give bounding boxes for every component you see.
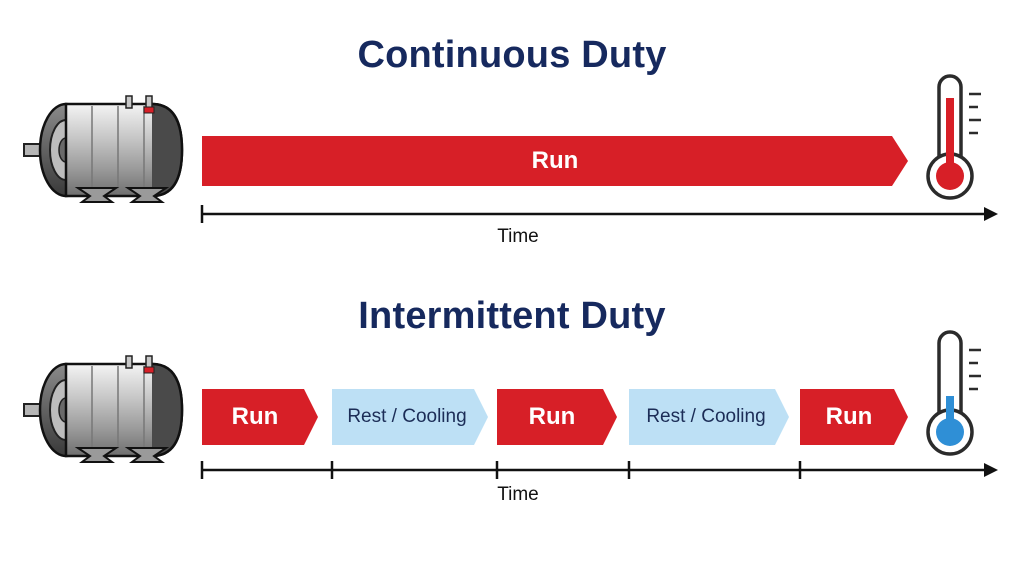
intermittent-duty-title: Intermittent Duty <box>358 295 666 337</box>
thermometer-hot-icon <box>926 74 981 200</box>
segment-label: Run <box>825 403 873 430</box>
time-axis <box>200 205 998 223</box>
continuous-duty-title: Continuous Duty <box>357 34 667 76</box>
run-segment: Run <box>497 389 617 445</box>
segment-label: Run <box>528 403 576 430</box>
segment-label: Rest / Cooling <box>347 406 467 427</box>
electric-motor-icon <box>23 95 184 203</box>
axis-label-time: Time <box>497 226 539 247</box>
axis-label-time: Time <box>497 484 539 505</box>
segment-label: Run <box>531 147 579 174</box>
segment-label: Rest / Cooling <box>646 406 766 427</box>
run-segment: Run <box>202 136 908 186</box>
run-segment: Run <box>800 389 908 445</box>
run-segment-arrow <box>202 136 908 186</box>
rest-cooling-segment: Rest / Cooling <box>629 389 789 445</box>
segment-label: Run <box>231 403 279 430</box>
thermometer-cool-icon <box>926 330 981 456</box>
electric-motor-icon <box>23 355 184 463</box>
time-axis <box>200 461 998 479</box>
rest-cooling-segment: Rest / Cooling <box>332 389 488 445</box>
run-segment: Run <box>202 389 318 445</box>
